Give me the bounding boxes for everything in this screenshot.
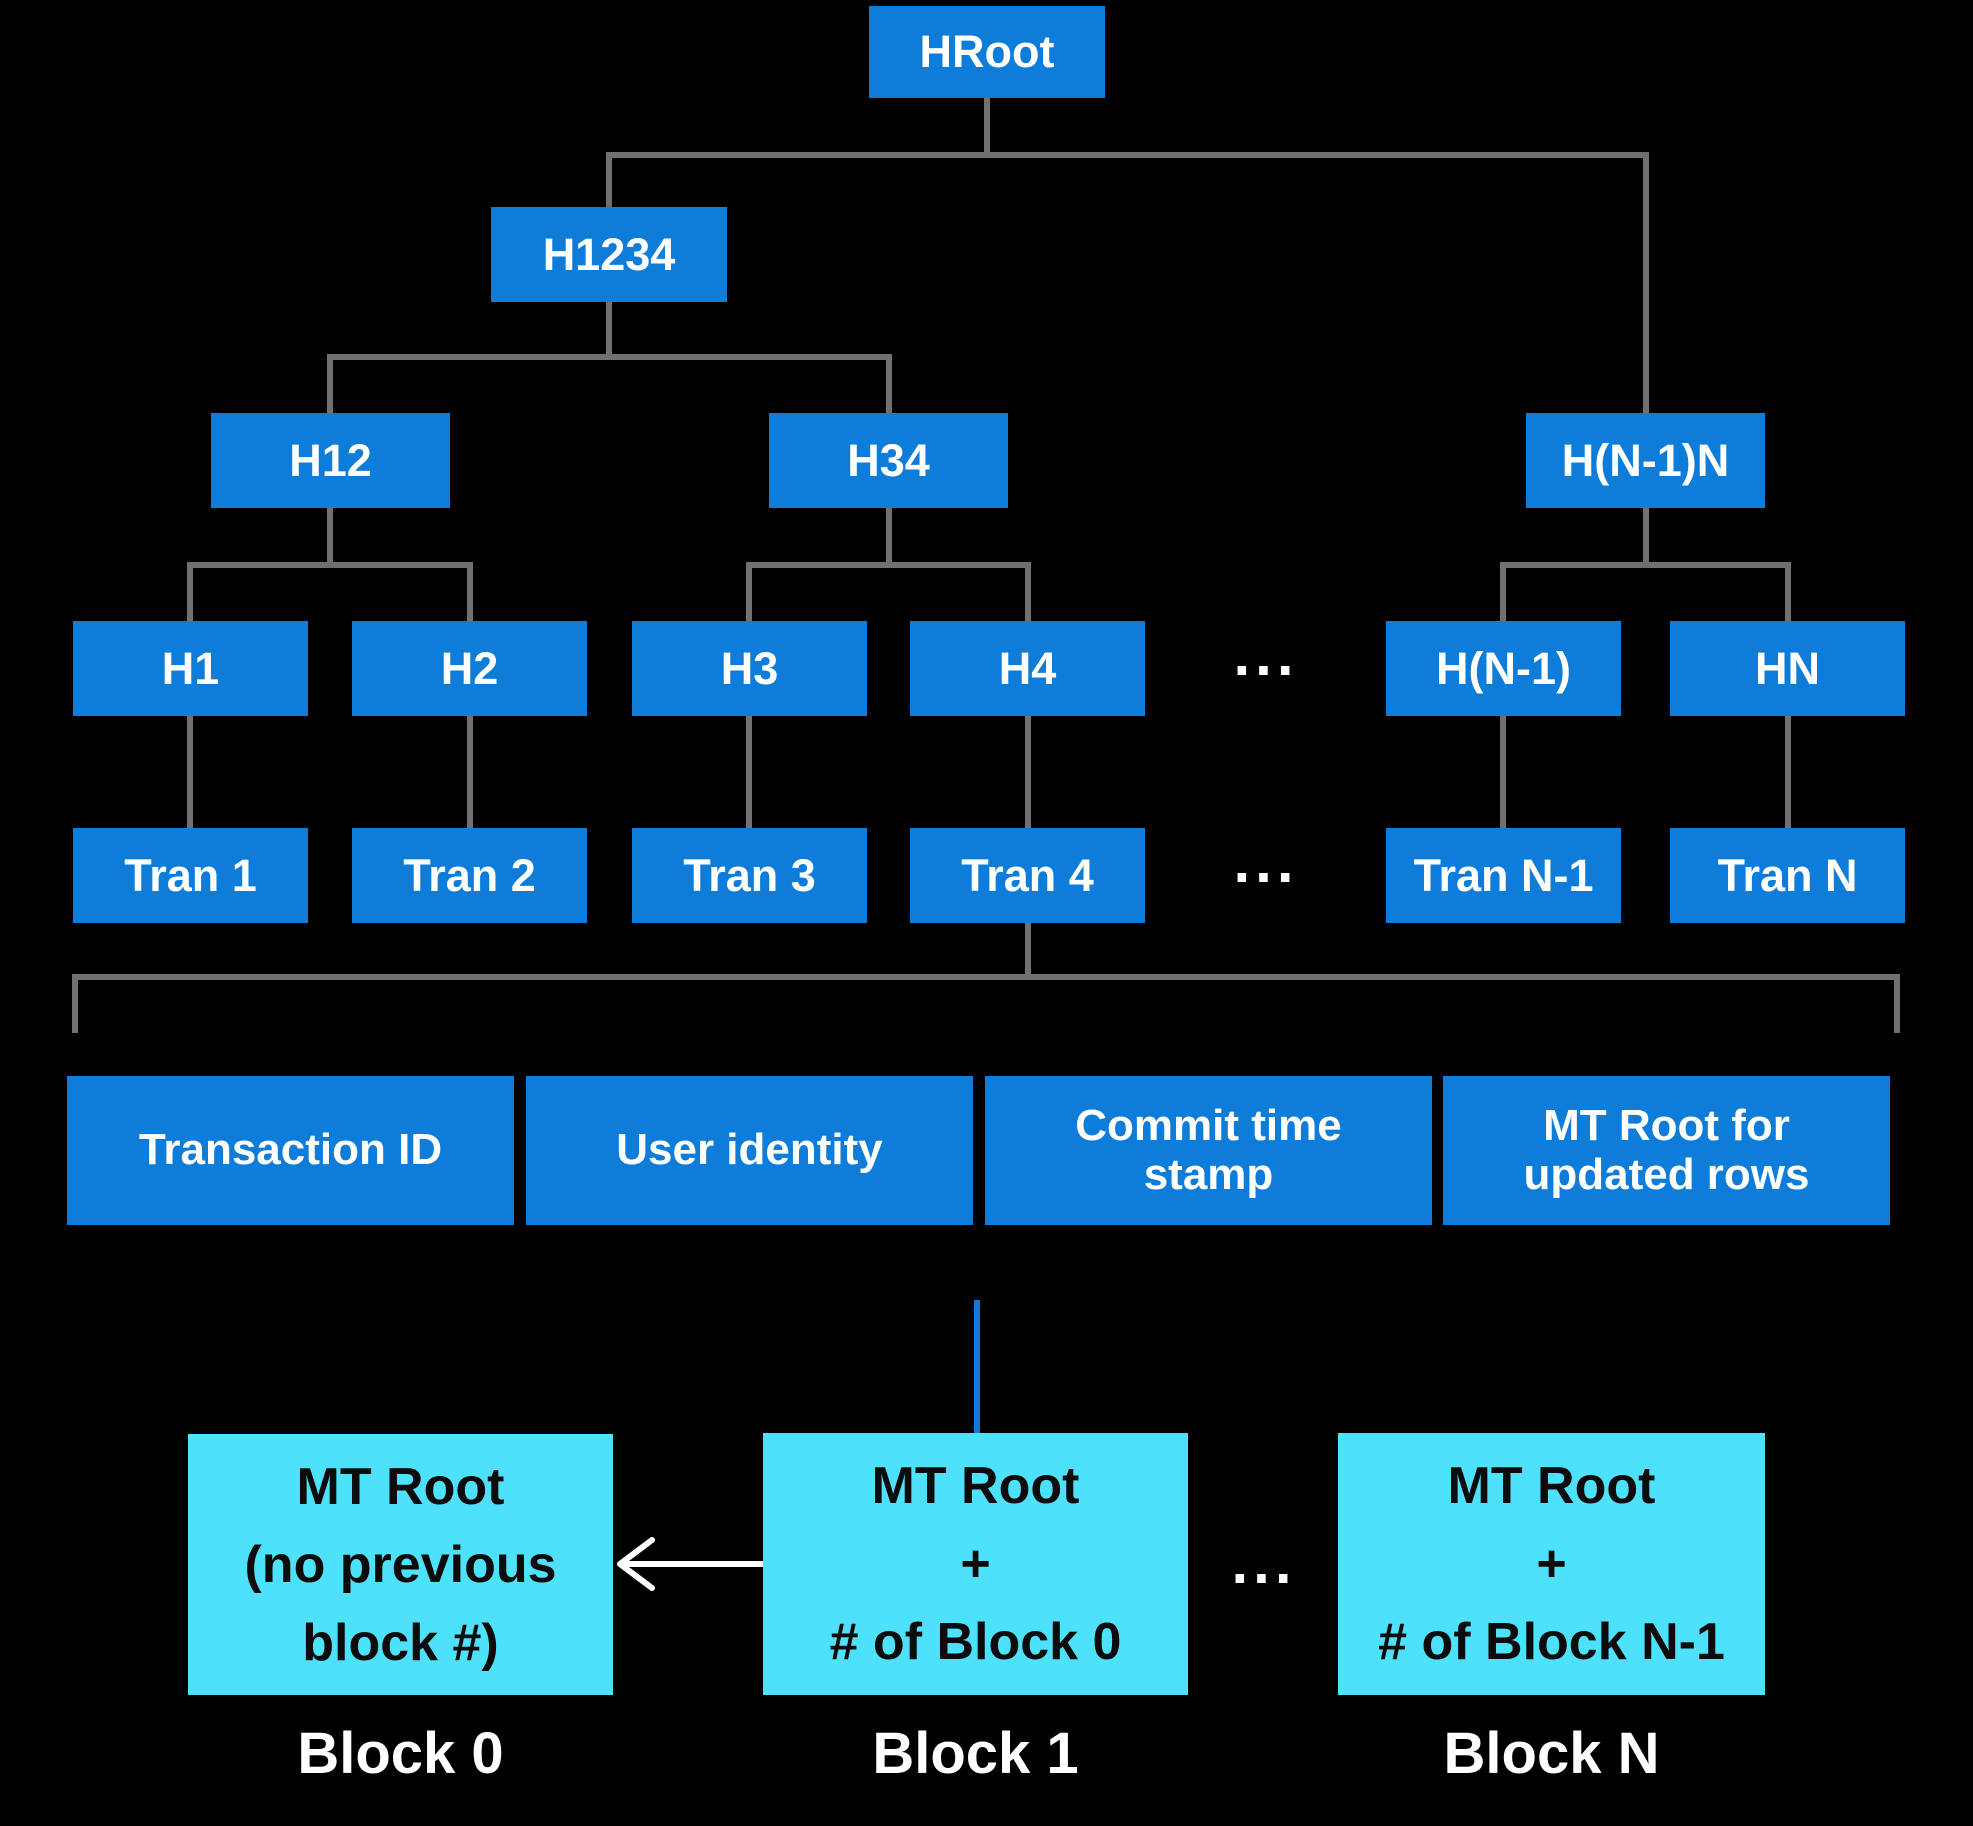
node-label: H(N-1): [1436, 642, 1571, 694]
node-h2: H2: [352, 621, 587, 716]
connector-h4-tran4: [1025, 716, 1031, 828]
node-h1234: H1234: [491, 207, 727, 302]
ledger-block-0: MT Root (no previous block #): [188, 1434, 613, 1695]
node-trann1: Tran N-1: [1386, 828, 1621, 923]
connector-h12-horizontal: [190, 562, 470, 568]
block-line: block #): [302, 1613, 499, 1672]
field-mt-root-updated-rows: MT Root for updated rows: [1443, 1076, 1890, 1225]
block-line: # of Block N-1: [1378, 1613, 1725, 1671]
node-label: Tran 4: [961, 849, 1094, 901]
connector-h1234-stub: [606, 302, 612, 360]
block-line: +: [960, 1535, 991, 1593]
node-label: H2: [440, 642, 499, 694]
node-label: H4: [998, 642, 1057, 694]
bracket-right-tick: [1894, 974, 1900, 1033]
node-h4: H4: [910, 621, 1145, 716]
connector-h1-tran1: [187, 716, 193, 828]
node-hn1: H(N-1): [1386, 621, 1621, 716]
node-tran3: Tran 3: [632, 828, 867, 923]
connector-h12-stub: [327, 508, 333, 568]
previous-block-arrow-icon: [617, 1537, 763, 1591]
node-label: H1: [161, 642, 220, 694]
ellipsis-tran-row: ...: [1233, 828, 1299, 895]
connector-tran4-stub: [1025, 923, 1031, 977]
block-line: (no previous: [244, 1535, 557, 1594]
field-label: MT Root for updated rows: [1523, 1101, 1810, 1199]
ledger-block-1: MT Root + # of Block 0: [763, 1433, 1188, 1695]
block-line: MT Root: [296, 1457, 505, 1516]
node-label: Tran 2: [403, 849, 536, 901]
ledger-block-n: MT Root + # of Block N-1: [1338, 1433, 1765, 1695]
connector-hroot-stub: [984, 97, 990, 155]
field-label: User identity: [616, 1125, 883, 1175]
connector-hn-trann: [1785, 716, 1791, 828]
node-trann: Tran N: [1670, 828, 1905, 923]
node-tran1: Tran 1: [73, 828, 308, 923]
node-label: H1234: [542, 228, 676, 280]
connector-fields-block1: [974, 1300, 980, 1435]
block-1-label: Block 1: [872, 1721, 1079, 1786]
node-tran2: Tran 2: [352, 828, 587, 923]
connector-to-hn: [1785, 562, 1791, 621]
bracket-horizontal: [72, 974, 1900, 980]
node-label: H(N-1)N: [1561, 434, 1730, 486]
node-label: H34: [847, 434, 930, 486]
block-0-label: Block 0: [297, 1721, 504, 1786]
connector-to-h4: [1025, 562, 1031, 621]
node-label: Tran N-1: [1413, 849, 1594, 901]
connector-level1-horizontal: [609, 152, 1646, 158]
bracket-left-tick: [72, 974, 78, 1033]
block-n-label: Block N: [1443, 1721, 1660, 1786]
field-label: Commit time stamp: [1075, 1101, 1342, 1199]
node-label: HRoot: [919, 26, 1055, 77]
field-user-identity: User identity: [526, 1076, 973, 1225]
node-label: H12: [289, 434, 372, 486]
ellipsis-block-row: ...: [1231, 1529, 1297, 1596]
block-line: +: [1536, 1535, 1567, 1593]
node-tran4: Tran 4: [910, 828, 1145, 923]
connector-to-hn1: [1500, 562, 1506, 621]
node-hn: HN: [1670, 621, 1905, 716]
node-label: H3: [720, 642, 779, 694]
connector-to-h1: [187, 562, 193, 621]
field-label: Transaction ID: [138, 1125, 443, 1175]
ellipsis-hash-row: ...: [1233, 621, 1299, 688]
node-label: Tran 3: [683, 849, 816, 901]
connector-to-hn1n: [1643, 152, 1649, 413]
node-h34: H34: [769, 413, 1008, 508]
node-label: HN: [1755, 642, 1820, 694]
block-line: MT Root: [871, 1457, 1080, 1515]
connector-h34-stub: [886, 508, 892, 568]
connector-hn1-trann1: [1500, 716, 1506, 828]
block-line: MT Root: [1447, 1457, 1656, 1515]
connector-to-h12: [327, 354, 333, 413]
connector-to-h2: [467, 562, 473, 621]
connector-h2-tran2: [467, 716, 473, 828]
connector-to-h3: [746, 562, 752, 621]
connector-h34-horizontal: [749, 562, 1028, 568]
node-label: Tran N: [1717, 849, 1858, 901]
field-transaction-id: Transaction ID: [67, 1076, 514, 1225]
connector-hn1n-stub: [1643, 508, 1649, 568]
connector-to-h1234: [606, 152, 612, 207]
node-label: Tran 1: [124, 849, 257, 901]
node-h12: H12: [211, 413, 450, 508]
node-hroot: HRoot: [869, 6, 1105, 98]
node-h1: H1: [73, 621, 308, 716]
connector-to-h34: [886, 354, 892, 413]
field-commit-time-stamp: Commit time stamp: [985, 1076, 1432, 1225]
connector-level2-horizontal: [330, 354, 889, 360]
block-line: # of Block 0: [829, 1613, 1122, 1671]
connector-h3-tran3: [746, 716, 752, 828]
node-hn1n: H(N-1)N: [1526, 413, 1765, 508]
node-h3: H3: [632, 621, 867, 716]
connector-hn1n-horizontal: [1503, 562, 1788, 568]
